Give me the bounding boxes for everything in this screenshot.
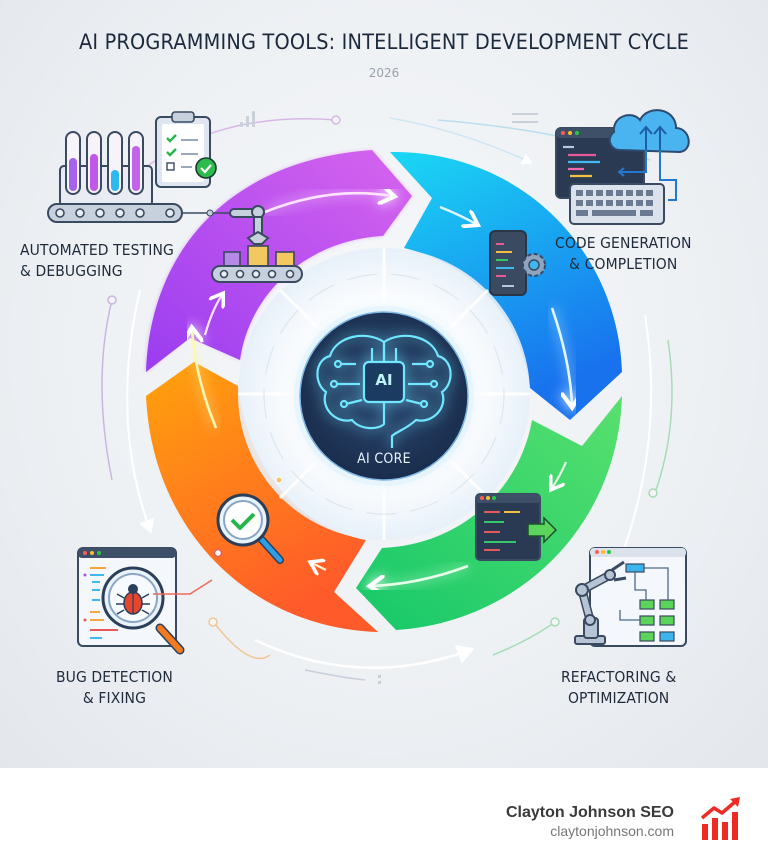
stage-label-line2: & FIXING [82,689,146,707]
magnifier-check-icon [216,476,284,564]
stage-label-line1: CODE GENERATION [555,234,692,252]
stage-label-refactor: REFACTORING & OPTIMIZATION [561,667,676,709]
cloud-icon [608,109,690,201]
outer-guide-arcs [101,115,673,681]
core-label: AI CORE [357,451,411,467]
stage-label-line1: BUG DETECTION [56,668,173,686]
infographic-canvas: AI PROGRAMMING TOOLS: INTELLIGENT DEVELO… [0,0,768,768]
stage-label-line2: & COMPLETION [569,255,678,273]
test-tubes-icon [59,131,153,207]
core-chip-text: AI [375,371,393,389]
flowchart-icon [589,547,687,647]
code-window-arrow-icon [475,493,558,561]
stage-label-line2: & DEBUGGING [20,262,123,280]
page-title: AI PROGRAMMING TOOLS: INTELLIGENT DEVELO… [78,30,690,54]
ai-core [294,306,474,486]
bug-magnifier-icon [101,548,223,655]
brand-name: Clayton Johnson SEO [505,804,674,821]
stage-label-codegen: CODE GENERATION & COMPLETION [555,233,692,275]
stage-label-line1: AUTOMATED TESTING [20,241,174,259]
robot-arm-icon [574,560,627,645]
refactor-icons [475,493,687,647]
checklist-clipboard-icon [155,111,217,188]
footer: Clayton Johnson SEO claytonjohnson.com [0,768,768,866]
robot-arm-icon [229,205,270,245]
page-subtitle-year: 2026 [368,66,400,80]
stage-label-line1: REFACTORING & [561,668,677,686]
brand-url[interactable]: claytonjohnson.com [550,823,674,839]
stage-label-testing: AUTOMATED TESTING & DEBUGGING [20,240,174,282]
cycle-diagram [47,109,690,684]
code-gear-icon [489,230,546,296]
keyboard-icon [569,183,665,225]
testing-icons [47,111,303,283]
decorative-marks [240,111,538,684]
codegen-icons [489,109,690,296]
boxes-icon [211,245,303,283]
stage-label-line2: OPTIMIZATION [567,689,670,707]
brain-circuit-icon [316,334,452,448]
bug-icons [77,476,284,655]
bar-chart-trend-up-icon [700,797,740,840]
conveyor-belt-icon [47,203,230,223]
stage-label-bug: BUG DETECTION & FIXING [56,667,173,709]
